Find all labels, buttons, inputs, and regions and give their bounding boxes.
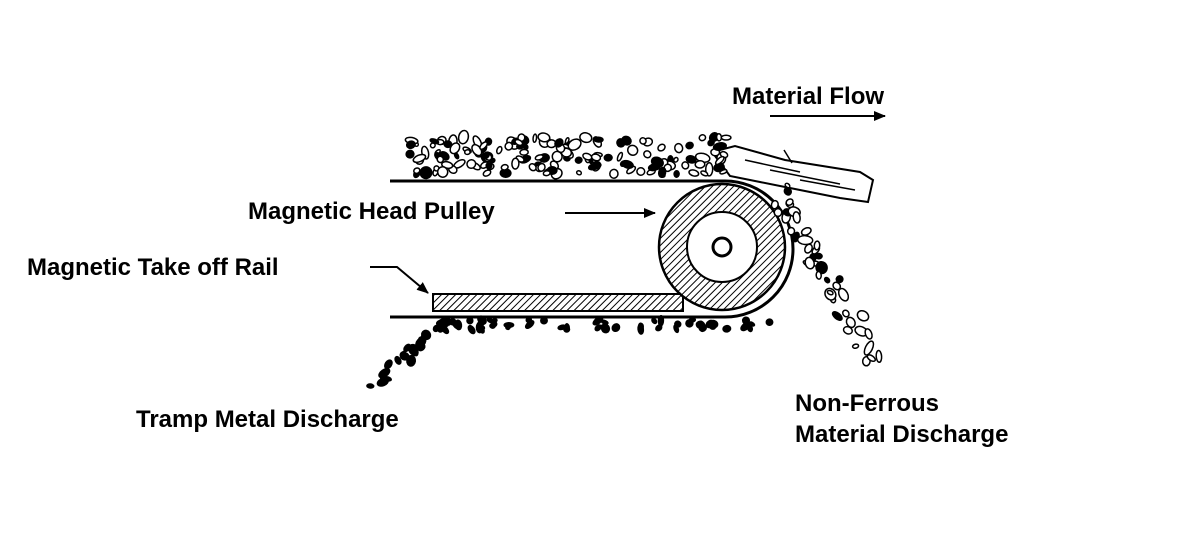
material-particles: [366, 129, 883, 389]
non-ferrous-label-line1: Non-Ferrous: [795, 390, 939, 417]
material-flow-label: Material Flow: [732, 83, 884, 110]
magnetic-take-off-rail: [432, 293, 684, 312]
magnetic-head-pulley-label: Magnetic Head Pulley: [248, 198, 495, 225]
conveyor-belt-wrap: [724, 179, 795, 319]
tramp-metal-discharge-label: Tramp Metal Discharge: [136, 406, 399, 433]
take-off-rail-pointer: [370, 266, 429, 294]
non-ferrous-label-line2: Material Discharge: [795, 421, 1008, 448]
magnetic-take-off-rail-label: Magnetic Take off Rail: [27, 254, 279, 281]
pulley-axle: [711, 236, 733, 258]
